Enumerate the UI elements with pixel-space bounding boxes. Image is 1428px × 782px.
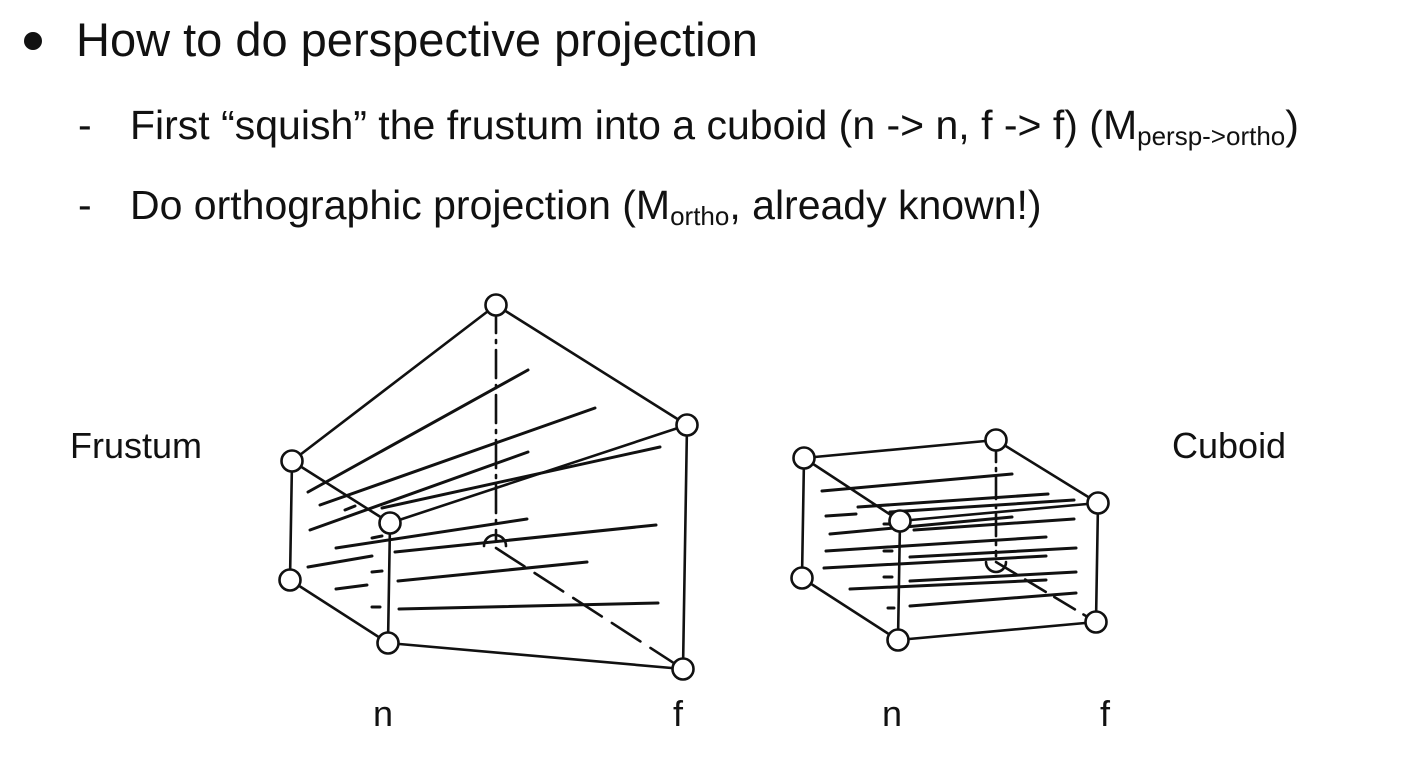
frustum-hatching [306,368,662,611]
frustum-near-label: n [373,693,394,734]
bullet-squish-subscript: persp->ortho [1137,121,1286,151]
frustum-far-label: f [673,693,684,734]
cuboid-near-label: n [882,693,903,734]
bullet-ortho: -Do orthographic projection (Mortho, alr… [78,180,1042,230]
bullet-ortho-tail: , already known!) [729,182,1042,228]
frustum-edges [288,303,689,671]
bullet-squish: -First “squish” the frustum into a cuboi… [78,100,1299,150]
cuboid-far-label: f [1100,693,1111,734]
bullet-dot [24,32,42,50]
dash-marker: - [78,182,92,228]
bullet-ortho-subscript: ortho [670,201,730,231]
bullet-squish-text: First “squish” the frustum into a cuboid… [130,102,1138,148]
frustum-label: Frustum [70,425,203,466]
slide-heading: How to do perspective projection [76,13,758,66]
cuboid-edges [800,438,1100,642]
cuboid-label: Cuboid [1172,425,1287,466]
cuboid-vertices [790,428,1110,652]
frustum-vertices [278,293,699,681]
cuboid-diagram [790,428,1110,652]
bullet-ortho-text: Do orthographic projection (M [130,182,671,228]
frustum-diagram [278,293,699,681]
bullet-squish-tail: ) [1285,102,1299,148]
cuboid-hatching [820,472,1078,610]
dash-marker: - [78,102,92,148]
